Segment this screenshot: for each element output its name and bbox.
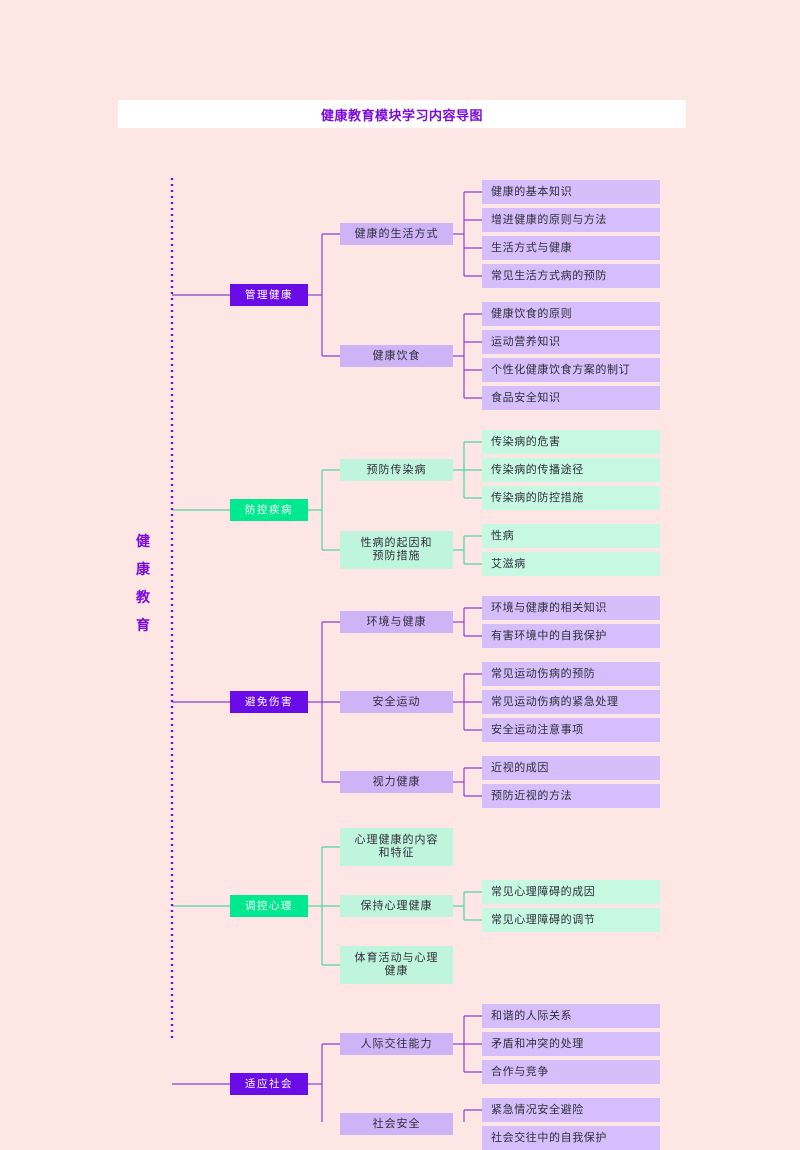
node-leaf[interactable]: 社会交往中的自我保护 — [482, 1126, 660, 1150]
page-title: 健康教育模块学习内容导图 — [320, 108, 483, 124]
node-level2[interactable]: 心理健康的内容 和特征 — [340, 828, 453, 866]
node-leaf[interactable]: 常见运动伤病的预防 — [482, 662, 660, 686]
root-label: 健康教育 — [130, 528, 156, 640]
node-leaf[interactable]: 常见运动伤病的紧急处理 — [482, 690, 660, 714]
node-leaf[interactable]: 性病 — [482, 524, 660, 548]
node-leaf[interactable]: 健康的基本知识 — [482, 180, 660, 204]
node-level2[interactable]: 人际交往能力 — [340, 1033, 453, 1055]
node-leaf[interactable]: 常见生活方式病的预防 — [482, 264, 660, 288]
node-leaf[interactable]: 合作与竞争 — [482, 1060, 660, 1084]
node-leaf[interactable]: 安全运动注意事项 — [482, 718, 660, 742]
node-level1[interactable]: 调控心理 — [230, 895, 308, 917]
node-leaf[interactable]: 运动营养知识 — [482, 330, 660, 354]
node-level2[interactable]: 视力健康 — [340, 771, 453, 793]
root-label-char: 教 — [136, 590, 150, 606]
node-leaf[interactable]: 食品安全知识 — [482, 386, 660, 410]
node-leaf[interactable]: 传染病的危害 — [482, 430, 660, 454]
root-label-char: 康 — [136, 562, 150, 578]
node-leaf[interactable]: 近视的成因 — [482, 756, 660, 780]
node-leaf[interactable]: 传染病的传播途径 — [482, 458, 660, 482]
node-leaf[interactable]: 常见心理障碍的调节 — [482, 908, 660, 932]
node-leaf[interactable]: 传染病的防控措施 — [482, 486, 660, 510]
node-leaf[interactable]: 增进健康的原则与方法 — [482, 208, 660, 232]
node-leaf[interactable]: 常见心理障碍的成因 — [482, 880, 660, 904]
node-level2[interactable]: 健康饮食 — [340, 345, 453, 367]
node-level2[interactable]: 健康的生活方式 — [340, 223, 453, 245]
node-level2[interactable]: 保持心理健康 — [340, 895, 453, 917]
node-level2[interactable]: 性病的起因和 预防措施 — [340, 531, 453, 569]
root-label-char: 健 — [136, 534, 150, 550]
node-leaf[interactable]: 和谐的人际关系 — [482, 1004, 660, 1028]
node-leaf[interactable]: 艾滋病 — [482, 552, 660, 576]
node-level1[interactable]: 避免伤害 — [230, 691, 308, 713]
node-leaf[interactable]: 个性化健康饮食方案的制订 — [482, 358, 660, 382]
node-level2[interactable]: 体育活动与心理 健康 — [340, 946, 453, 984]
root-label-char: 育 — [136, 618, 150, 634]
node-leaf[interactable]: 有害环境中的自我保护 — [482, 624, 660, 648]
node-level2[interactable]: 环境与健康 — [340, 611, 453, 633]
node-leaf[interactable]: 健康饮食的原则 — [482, 302, 660, 326]
node-level2[interactable]: 社会安全 — [340, 1113, 453, 1135]
node-leaf[interactable]: 矛盾和冲突的处理 — [482, 1032, 660, 1056]
node-level2[interactable]: 预防传染病 — [340, 459, 453, 481]
node-leaf[interactable]: 环境与健康的相关知识 — [482, 596, 660, 620]
node-level1[interactable]: 管理健康 — [230, 284, 308, 306]
node-level1[interactable]: 适应社会 — [230, 1073, 308, 1095]
title-bar: 健康教育模块学习内容导图 — [118, 100, 686, 128]
node-leaf[interactable]: 生活方式与健康 — [482, 236, 660, 260]
node-leaf[interactable]: 预防近视的方法 — [482, 784, 660, 808]
node-level1[interactable]: 防控疾病 — [230, 499, 308, 521]
node-leaf[interactable]: 紧急情况安全避险 — [482, 1098, 660, 1122]
mindmap-canvas: 健康教育模块学习内容导图 健康教育 健康的生活方式 健康的基本知识增进健康的原则与… — [118, 100, 686, 1150]
node-level2[interactable]: 安全运动 — [340, 691, 453, 713]
